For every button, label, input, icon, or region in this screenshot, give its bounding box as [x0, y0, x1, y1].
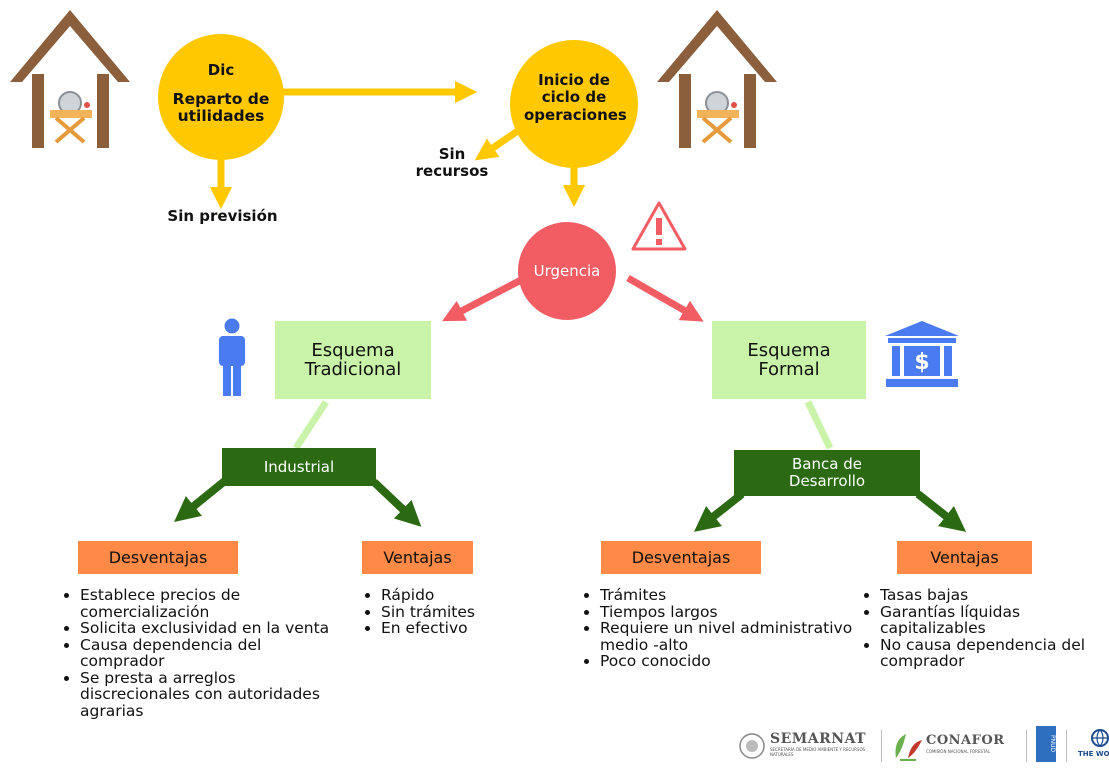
bank-icon: $ — [885, 321, 959, 387]
tag-right-desventajas-label: Desventajas — [631, 548, 731, 567]
conafor-logo-sub: COMISIÓN NACIONAL FORESTAL — [926, 749, 991, 754]
pnud-logo: PNUD — [1036, 726, 1056, 762]
sawmill-house-icon — [10, 10, 130, 148]
tag-right-ventajas: Ventajas — [897, 541, 1032, 574]
semarnat-seal-icon — [739, 733, 765, 759]
tag-right-ventajas-label: Ventajas — [930, 548, 999, 567]
svg-text:$: $ — [914, 350, 929, 375]
scheme-formal: Esquema Formal — [712, 321, 866, 399]
sawmill-house-icon — [657, 10, 777, 148]
list-item: Tasas bajas — [880, 587, 1109, 604]
semarnat-logo-sub: SECRETARÍA DE MEDIO AMBIENTE Y RECURSOS … — [770, 747, 866, 757]
worldbank-logo-text: THE WO — [1078, 750, 1109, 758]
sin-recursos-label: Sin recursos — [415, 145, 489, 180]
line-tradicional-to-industrial — [293, 400, 329, 450]
scheme-tradicional: Esquema Tradicional — [275, 321, 431, 399]
arrow-industrial-right — [371, 479, 422, 527]
logo-divider — [1026, 730, 1027, 762]
list-left-disadvantages: Establece precios de comercialización So… — [58, 587, 330, 719]
logo-divider — [881, 730, 882, 762]
arrow-urgencia-left — [442, 274, 527, 322]
arrow-industrial-left — [174, 476, 229, 523]
list-item: En efectivo — [381, 620, 551, 637]
scheme-tradicional-label: Esquema Tradicional — [304, 340, 402, 380]
banner-industrial-label: Industrial — [263, 457, 335, 476]
urgencia-label: Urgencia — [533, 262, 601, 280]
arrow-urgencia-right — [626, 274, 704, 322]
list-item: Poco conocido — [600, 653, 862, 670]
arrow-banca-right — [915, 490, 967, 532]
dic-label: Dic — [207, 61, 235, 79]
banner-banca: Banca de Desarrollo — [734, 450, 920, 496]
arrow-banca-left — [693, 490, 745, 532]
list-item: Rápido — [381, 587, 551, 604]
list-right-advantages: Tasas bajas Garantías líquidas capitaliz… — [858, 587, 1109, 670]
semarnat-logo-text: SEMARNAT — [770, 731, 867, 747]
inicio-circle: Inicio de ciclo de operaciones — [510, 40, 638, 168]
list-right-disadvantages: Trámites Tiempos largos Requiere un nive… — [578, 587, 862, 670]
tag-left-desventajas: Desventajas — [78, 541, 238, 574]
sin-prevision-label: Sin previsión — [167, 207, 278, 225]
tag-left-desventajas-label: Desventajas — [108, 548, 208, 567]
list-item: Causa dependencia del comprador — [80, 636, 330, 670]
list-item: Tiempos largos — [600, 603, 862, 621]
list-item: Establece precios de comercialización — [80, 587, 330, 620]
person-icon — [219, 318, 245, 396]
worldbank-globe-icon — [1091, 729, 1109, 747]
conafor-leaf-icon — [895, 734, 922, 761]
urgencia-circle: Urgencia — [518, 222, 616, 320]
reparto-circle: Dic Reparto de utilidades — [158, 34, 284, 160]
list-item: Sin trámites — [381, 603, 551, 621]
banner-industrial: Industrial — [222, 448, 376, 486]
list-left-advantages: Rápido Sin trámites En efectivo — [359, 587, 551, 637]
tag-right-desventajas: Desventajas — [601, 541, 761, 574]
list-item: Garantías líquidas capitalizables — [880, 603, 1109, 637]
list-item: Requiere un nivel administrativo medio -… — [600, 620, 862, 653]
line-formal-to-banca — [804, 400, 834, 450]
reparto-label: Reparto de utilidades — [172, 90, 270, 125]
tag-left-ventajas-label: Ventajas — [383, 548, 452, 567]
banner-banca-label: Banca de Desarrollo — [788, 455, 866, 490]
list-item: No causa dependencia del comprador — [880, 636, 1109, 670]
footer-logos: SEMARNAT SECRETARÍA DE MEDIO AMBIENTE Y … — [738, 726, 1109, 768]
list-item: Solicita exclusividad en la venta — [80, 620, 330, 637]
list-item: Trámites — [600, 587, 862, 604]
inicio-label: Inicio de ciclo de operaciones — [524, 70, 627, 124]
conafor-logo-text: CONAFOR — [926, 733, 1005, 748]
logo-divider — [1066, 730, 1067, 762]
tag-left-ventajas: Ventajas — [362, 541, 473, 574]
warning-icon — [631, 201, 687, 251]
scheme-formal-label: Esquema Formal — [747, 340, 831, 380]
list-item: Se presta a arreglos discrecionales con … — [80, 669, 330, 720]
